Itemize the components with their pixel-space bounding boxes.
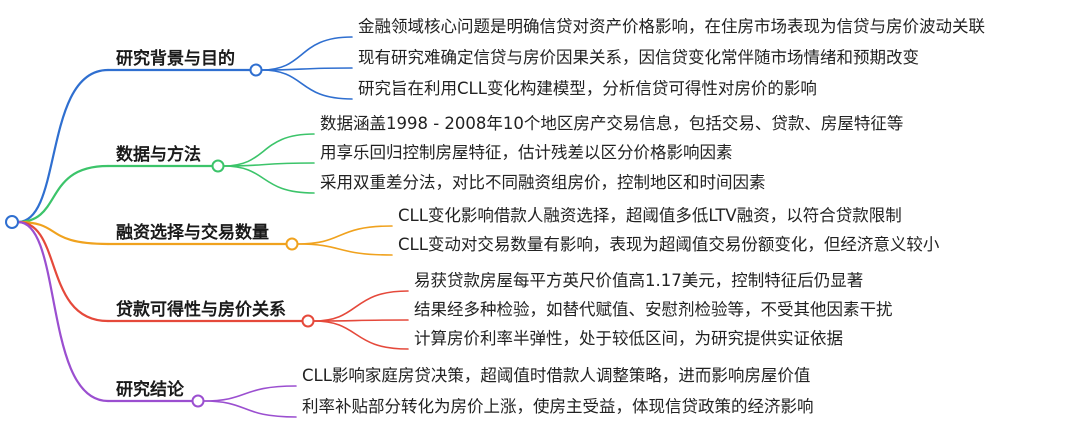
branch-2-node [285,237,299,251]
leaf-4-0-curve [202,385,297,402]
leaf-0-0: 金融领域核心问题是明确信贷对资产价格影响，在住房市场表现为信贷与房价波动关联 [358,17,985,36]
connector-nodes [5,63,315,408]
leaf-3-2: 计算房价利率半弹性，处于较低区间，为研究提供实证依据 [414,329,843,348]
leaf-2-0: CLL变化影响借款人融资选择，超阈值多低LTV融资，以符合贷款限制 [398,206,902,225]
leaf-3-1: 结果经多种检验，如替代赋值、安慰剂检验等，不受其他因素干扰 [414,300,893,319]
leaf-3-2-curve [312,320,409,350]
leaf-1-1-curve [222,162,315,167]
branch-3-node [301,314,315,328]
branch-4-curve [16,220,110,403]
branch-4-node [191,394,205,408]
leaf-3-0-curve [312,290,409,322]
leaf-2-1: CLL变动对交易数量有影响，表现为超阈值交易份额变化，但经济意义较小 [398,235,940,254]
leaf-0-2: 研究旨在利用CLL变化构建模型，分析信贷可得性对房价的影响 [358,79,817,98]
branch-conclusion: 研究结论 [116,380,184,400]
root-node [5,215,19,229]
branch-2-curve [16,220,110,246]
leaf-1-2: 采用双重差分法，对比不同融资组房价，控制地区和时间因素 [320,173,766,192]
branch-data-method: 数据与方法 [116,145,201,165]
leaf-4-0: CLL影响家庭房贷决策，超阈值时借款人调整策略，进而影响房屋价值 [302,366,811,385]
leaf-2-0-curve [296,225,393,245]
branch-research-background: 研究背景与目的 [116,49,235,69]
connector-curves [16,36,409,418]
branch-0-curve [16,68,110,224]
branch-financing-choice: 融资选择与交易数量 [116,223,269,243]
branch-loan-price: 贷款可得性与房价关系 [116,300,286,320]
branch-3-curve [16,220,110,323]
leaf-1-2-curve [222,165,315,194]
leaf-4-1: 利率补贴部分转化为房价上涨，使房主受益，体现信贷政策的经济影响 [302,397,814,416]
leaf-0-1: 现有研究难确定信贷与房价因果关系，因信贷变化常伴随市场情绪和预期改变 [358,48,919,67]
leaf-0-2-curve [260,69,353,100]
branch-1-curve [16,164,110,224]
leaf-3-1-curve [312,319,409,322]
leaf-1-0: 数据涵盖1998 - 2008年10个地区房产交易信息，包括交易、贷款、房屋特征… [320,114,904,133]
branch-0-node [249,63,263,77]
leaf-1-1: 用享乐回归控制房屋特征，估计残差以区分价格影响因素 [320,143,733,162]
leaf-0-1-curve [260,67,353,71]
branch-1-node [211,159,225,173]
leaf-3-0: 易获贷款房屋每平方英尺价值高1.17美元，控制特征后仍显著 [414,271,864,290]
leaf-1-0-curve [222,133,315,167]
leaf-4-1-curve [202,400,297,418]
leaf-2-1-curve [296,243,393,256]
leaf-0-0-curve [260,36,353,71]
